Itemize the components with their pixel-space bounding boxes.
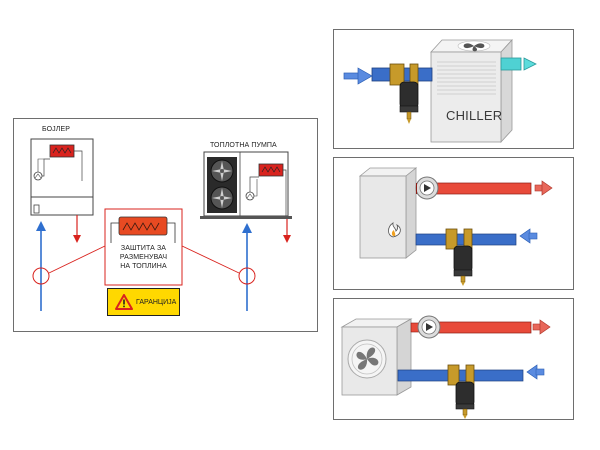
- arrow-up-icon: [242, 223, 252, 233]
- heatpump-drawing: [340, 315, 551, 419]
- chiller-drawing: [343, 38, 537, 144]
- boiler-drawing: [358, 167, 553, 286]
- hot-pipe: [430, 321, 532, 334]
- filter-callout-right: [238, 267, 256, 285]
- filter-icon: [447, 364, 475, 419]
- heatpump-label: ТОПЛОТНА ПУМПА: [210, 142, 277, 149]
- heat-exchanger-icon: [118, 216, 168, 236]
- protection-line-3: НА ТОПЛИНА: [120, 263, 167, 270]
- filter-callout-left: [32, 267, 50, 285]
- boiler-panel: [333, 157, 574, 290]
- heatpump-box: [340, 318, 413, 396]
- guarantee-label: ГАРАНЦИЈА: [136, 298, 177, 306]
- arrow-right-icon: [523, 57, 537, 71]
- fan-icon: [463, 43, 485, 52]
- arrow-right-icon: [541, 180, 553, 196]
- cold-pipe: [397, 369, 524, 382]
- arrow-right-icon: [357, 67, 373, 85]
- pump-icon: [245, 191, 255, 201]
- heatpump-flow-arrows: [242, 219, 291, 311]
- boiler-unit: [30, 138, 94, 216]
- heatpump-unit: [200, 151, 292, 219]
- arrow-down-icon: [283, 235, 291, 243]
- arrow-down-icon: [73, 235, 81, 243]
- boiler-flow-arrows: [36, 215, 81, 311]
- protection-text: ЗАШТИТА ЗА РАЗМЕНУВАЧ НА ТОПЛИНА: [105, 244, 182, 271]
- chiller-unit: [430, 38, 513, 144]
- arrow-left-icon: [526, 364, 538, 380]
- fan-icon: [210, 159, 234, 183]
- fan-icon: [210, 186, 234, 210]
- filter-icon: [445, 228, 473, 286]
- chiller-label: CHILLER: [446, 108, 503, 123]
- boiler-label: БОЈЛЕР: [42, 126, 70, 133]
- guarantee-badge: ГАРАНЦИЈА: [107, 288, 180, 316]
- hot-pipe: [430, 182, 532, 195]
- protection-line-2: РАЗМЕНУВАЧ: [119, 254, 168, 261]
- arrow-left-icon: [519, 228, 531, 244]
- pump-icon: [415, 176, 439, 200]
- boiler-box: [358, 167, 418, 259]
- filter-icon: [389, 63, 419, 124]
- protection-line-1: ЗАШТИТА ЗА: [120, 245, 167, 252]
- heat-exchanger-icon: [49, 144, 75, 158]
- heat-exchanger-icon: [258, 163, 284, 177]
- fan-icon: [347, 339, 387, 379]
- pump-icon: [33, 171, 43, 181]
- schematic-drawing: [30, 138, 292, 311]
- pump-icon: [417, 315, 441, 339]
- heatpump-panel: [333, 298, 574, 420]
- schematic-panel: БОЈЛЕР ТОПЛОТНА ПУМПА ЗАШТИТА ЗА РАЗМЕНУ…: [13, 118, 318, 332]
- chilled-pipe: [500, 57, 522, 71]
- flame-icon: [388, 222, 401, 238]
- arrow-up-icon: [36, 221, 46, 231]
- chiller-panel: CHILLER: [333, 29, 574, 149]
- arrow-right-icon: [539, 319, 551, 335]
- warning-icon: [115, 294, 133, 310]
